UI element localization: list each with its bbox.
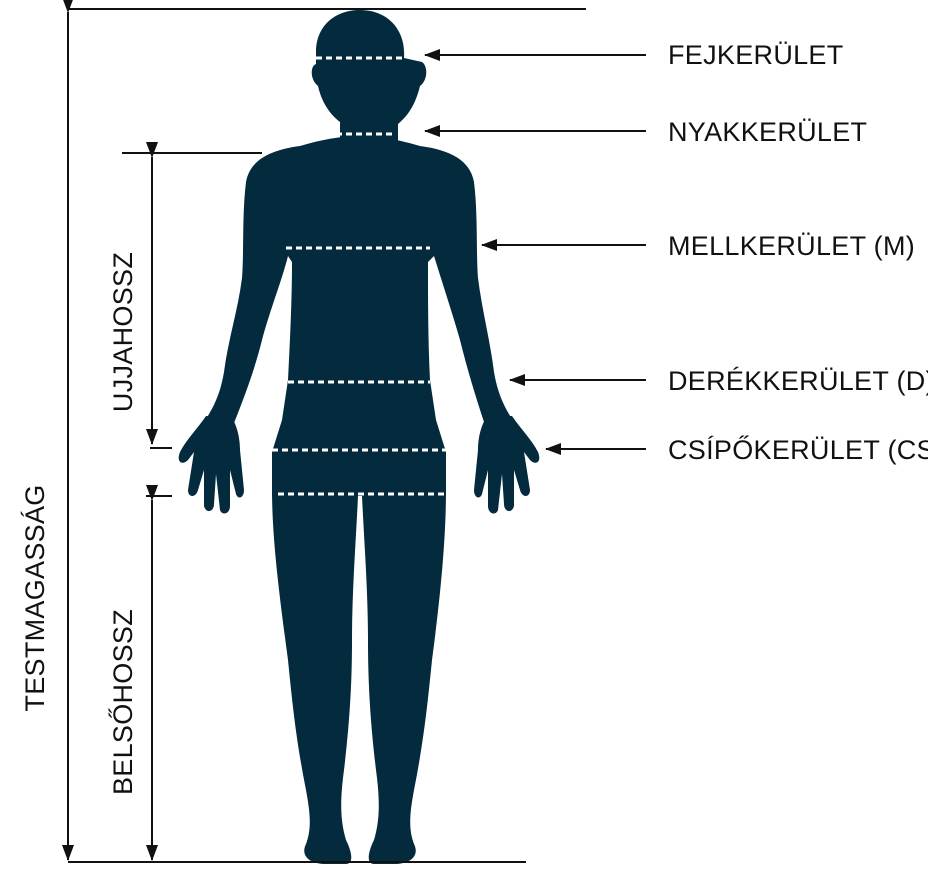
- silhouette-right-leg: [362, 490, 446, 864]
- silhouette-head: [312, 10, 427, 134]
- body-height-label: TESTMAGASSÁG: [20, 484, 50, 711]
- inseam-length-label: BELSŐHOSSZ: [107, 609, 138, 795]
- chest-circumference-label: MELLKERÜLET (M): [668, 231, 915, 261]
- silhouette-right-hand: [474, 416, 539, 513]
- silhouette-torso: [204, 136, 514, 496]
- silhouette-left-hand: [179, 416, 244, 513]
- sleeve-length-label: UJJAHOSSZ: [108, 252, 138, 412]
- neck-circumference-label: NYAKKERÜLET: [668, 117, 867, 147]
- hip-circumference-label: CSÍPŐKERÜLET (CS): [668, 434, 928, 465]
- head-circumference-label: FEJKERÜLET: [668, 40, 844, 70]
- silhouette-left-leg: [272, 490, 358, 864]
- waist-circumference-label: DERÉKKERÜLET (D): [668, 366, 928, 396]
- human-silhouette: [179, 10, 540, 864]
